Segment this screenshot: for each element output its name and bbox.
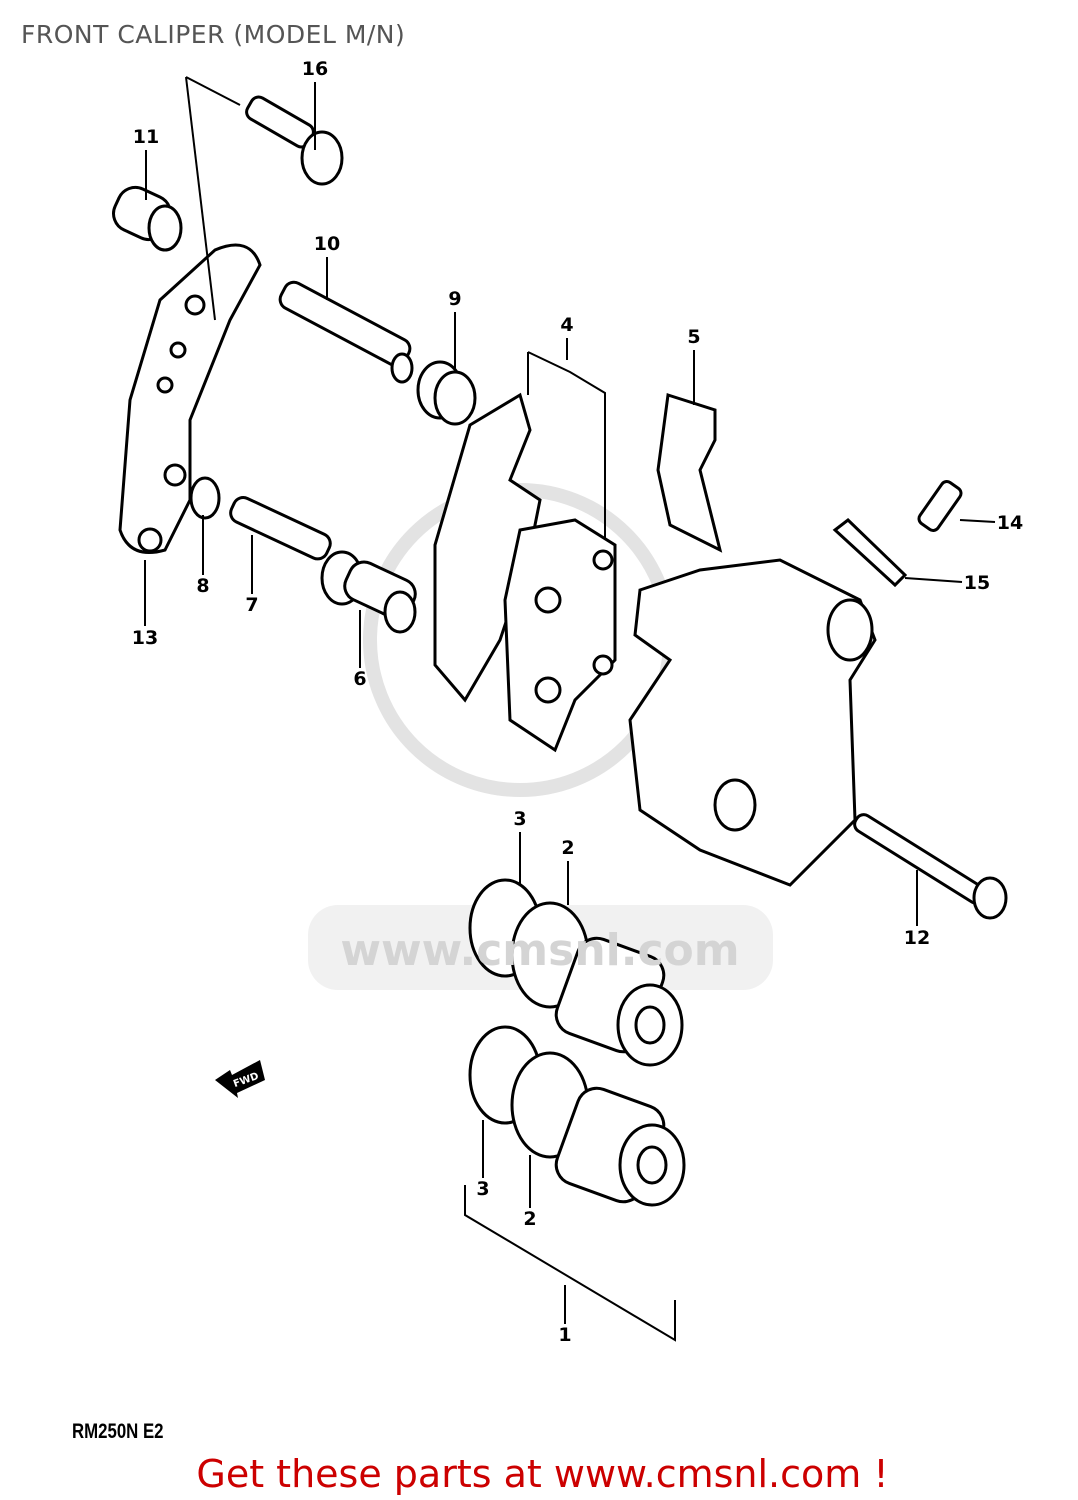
callout-2: 2 <box>523 1208 536 1230</box>
callout-12: 12 <box>904 927 930 949</box>
callout-9: 9 <box>448 288 461 310</box>
part-pin <box>278 280 414 384</box>
callout-4: 4 <box>560 314 573 336</box>
callout-3: 3 <box>476 1178 489 1200</box>
callout-11: 11 <box>133 126 159 148</box>
part-pad-spring <box>656 393 723 553</box>
part-bolt <box>245 95 344 186</box>
page-title: FRONT CALIPER (MODEL M/N) <box>21 20 406 49</box>
callout-8: 8 <box>196 575 209 597</box>
callout-2: 2 <box>561 837 574 859</box>
fwd-arrow-icon: FWD <box>215 1060 265 1098</box>
part-washer <box>189 476 221 520</box>
callout-15: 15 <box>964 572 990 594</box>
callout-7: 7 <box>245 594 258 616</box>
part-mounting-pin <box>853 813 1008 920</box>
part-piston-set-upper <box>468 878 684 1067</box>
callout-labels: 16 11 10 9 4 5 14 15 13 8 7 6 3 2 12 3 2 1 <box>132 58 1023 1346</box>
callout-leader <box>959 519 996 523</box>
part-brake-pads <box>433 392 617 753</box>
part-sleeve <box>112 185 183 252</box>
part-boot <box>416 360 477 426</box>
part-caliper-body <box>628 558 877 887</box>
part-bolt-6 <box>320 550 417 634</box>
callout-1: 1 <box>558 1324 571 1346</box>
footer-link[interactable]: Get these parts at www.cmsnl.com ! <box>196 1452 889 1496</box>
part-bleeder-cap <box>832 518 908 588</box>
callout-6: 6 <box>353 668 366 690</box>
callout-10: 10 <box>314 233 340 255</box>
callout-14: 14 <box>997 512 1023 534</box>
part-bleeder <box>917 480 963 532</box>
model-code: RM250N E2 <box>72 1420 164 1443</box>
part-piston-set-lower <box>468 1025 686 1207</box>
callout-leader <box>904 577 963 583</box>
callout-3: 3 <box>513 808 526 830</box>
callout-13: 13 <box>132 627 158 649</box>
cmsnl-watermark: www.cmsnl.com <box>340 925 739 976</box>
callout-16: 16 <box>302 58 328 80</box>
part-pin-7 <box>229 496 332 561</box>
callout-5: 5 <box>687 326 700 348</box>
caliper-bracket <box>118 243 262 554</box>
